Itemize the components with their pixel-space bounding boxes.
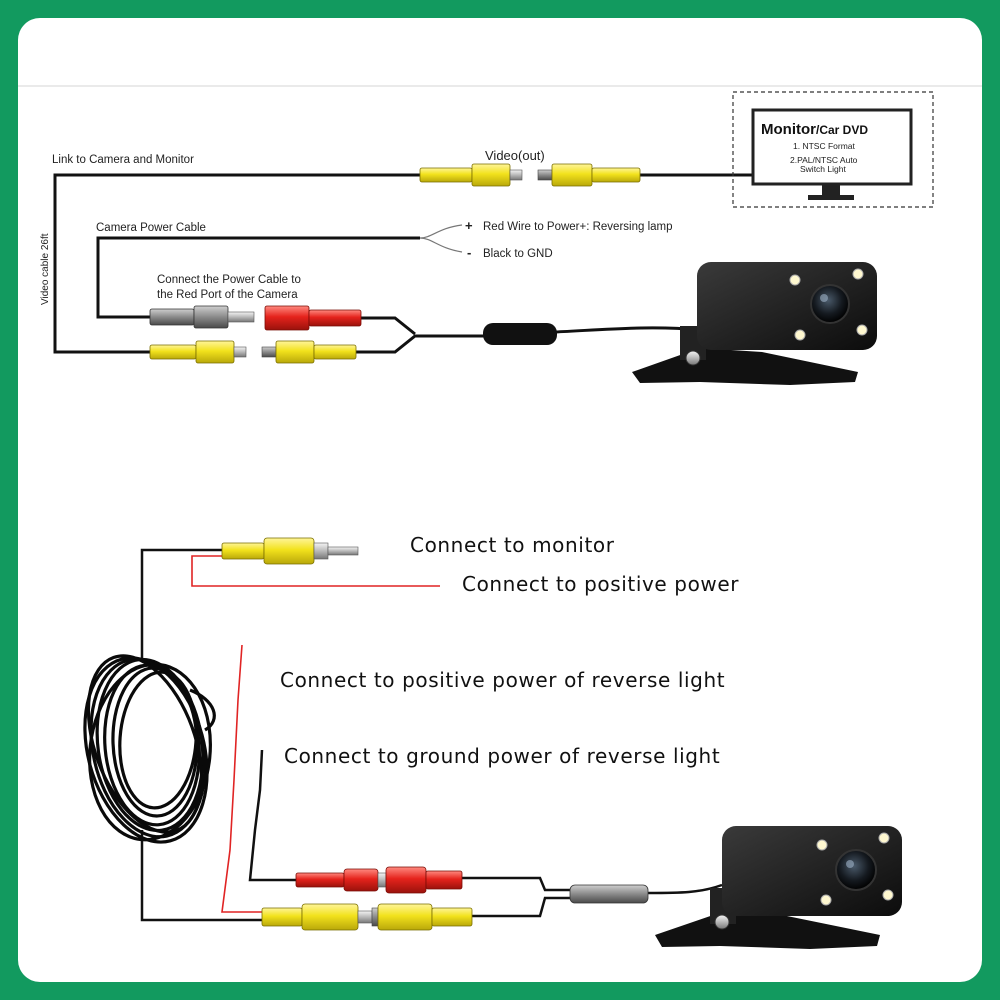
monitor-box: Monitor/Car DVD 1. NTSC Format 2.PAL/NTS… bbox=[732, 91, 934, 208]
wiring-diagram: Link to Camera and Monitor Camera Power … bbox=[18, 85, 982, 949]
cable-junction-sleeve bbox=[483, 323, 557, 345]
monitor-line2: 2.PAL/NTSC Auto bbox=[790, 155, 858, 165]
camera-bottom bbox=[655, 826, 902, 949]
monitor-line3: Switch Light bbox=[800, 164, 846, 174]
bottom-power-connector-female bbox=[377, 866, 463, 894]
link-label: Link to Camera and Monitor bbox=[52, 154, 194, 166]
power-cable bbox=[96, 236, 420, 319]
positive-power-label: Connect to positive power bbox=[462, 572, 739, 596]
diagram-frame: Link to Camera and Monitor Camera Power … bbox=[18, 18, 982, 982]
monitor-title: Monitor bbox=[761, 121, 816, 138]
red-wires bbox=[191, 555, 440, 913]
rca-monitor-connector bbox=[221, 537, 359, 565]
power-connector-male bbox=[149, 305, 255, 329]
reverse-ground-label: Connect to ground power of reverse light bbox=[284, 744, 720, 768]
rca-camera-male bbox=[149, 340, 247, 364]
reverse-positive-label: Connect to positive power of reverse lig… bbox=[280, 668, 725, 692]
monitor-subtitle: /Car DVD bbox=[816, 123, 868, 137]
connect-power-line2: the Red Port of the Camera bbox=[157, 289, 298, 301]
power-cable-label: Camera Power Cable bbox=[96, 222, 206, 234]
black-wire-label: Black to GND bbox=[483, 248, 553, 260]
svg-text:Monitor/Car DVD: Monitor/Car DVD bbox=[761, 121, 868, 138]
bottom-rca-male bbox=[261, 903, 373, 931]
cable-length-label: Video cable 26ft bbox=[40, 233, 51, 305]
split-wires bbox=[419, 224, 463, 253]
rca-video-out-male bbox=[419, 163, 523, 187]
connect-power-line1: Connect the Power Cable to bbox=[157, 274, 301, 286]
coiled-cable bbox=[83, 654, 216, 844]
monitor-connection-label: Connect to monitor bbox=[410, 533, 615, 557]
red-wire-label: Red Wire to Power+: Reversing lamp bbox=[483, 221, 673, 233]
camera-top bbox=[632, 262, 877, 385]
rca-camera-female bbox=[261, 340, 357, 364]
rca-video-out-female bbox=[537, 163, 641, 187]
power-connector-female bbox=[264, 305, 362, 331]
monitor-line1: 1. NTSC Format bbox=[793, 141, 856, 151]
bottom-power-connector-male bbox=[295, 868, 379, 892]
bottom-rca-female bbox=[371, 903, 473, 931]
video-out-label: Video(out) bbox=[485, 148, 545, 163]
video-cable bbox=[53, 173, 755, 354]
red-wire-sign: + bbox=[465, 218, 473, 233]
bottom-black-wires bbox=[140, 548, 723, 922]
black-wire-sign: - bbox=[467, 245, 471, 260]
bottom-cable-joint bbox=[569, 884, 649, 904]
